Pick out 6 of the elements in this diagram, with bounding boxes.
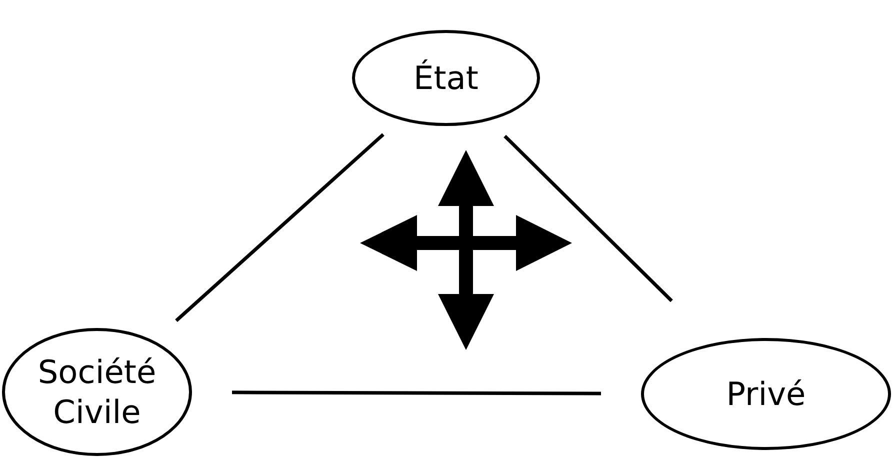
node-label: Privé xyxy=(726,374,806,414)
connector-line xyxy=(504,134,673,302)
connector-line xyxy=(175,133,384,322)
node-label: État xyxy=(414,58,478,98)
node-label: Société Civile xyxy=(36,352,158,432)
connector-line xyxy=(232,390,601,396)
